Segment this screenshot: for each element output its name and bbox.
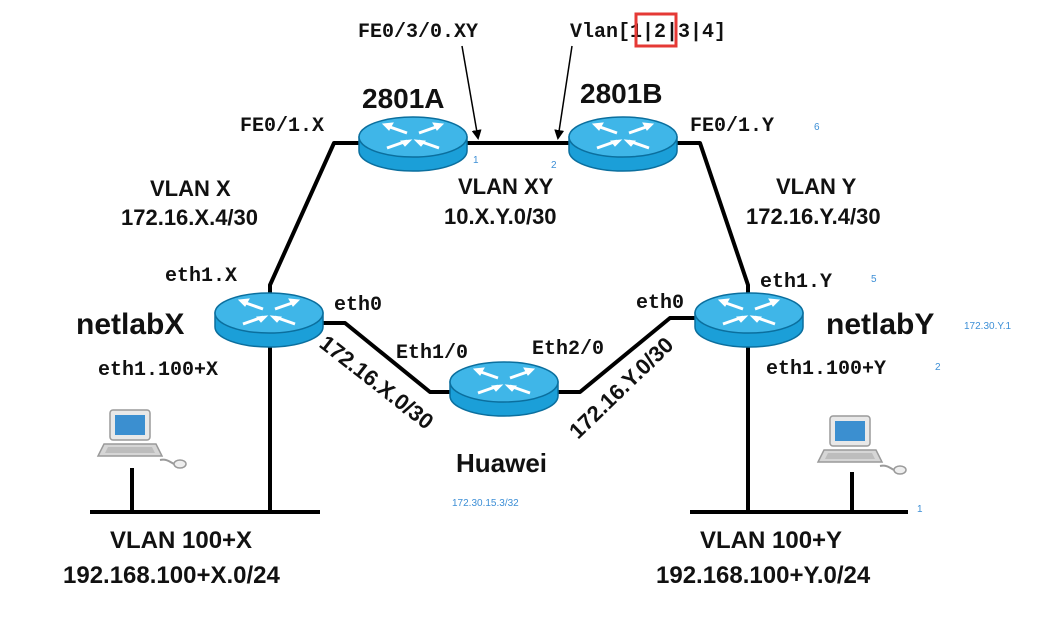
router-2801a [357,115,469,173]
interface-fe03-label: FE0/3/0.XY [358,21,478,44]
workstation-y [817,415,907,475]
link-huawei-netlaby [556,316,696,394]
router-huawei [448,360,560,418]
vlan100y-subnet: 192.168.100+Y.0/24 [656,562,871,589]
interface-eth10-label: Eth1/0 [396,342,468,365]
vlanx-title: VLAN X [150,176,231,201]
annotation-1-a: 1 [473,155,479,166]
link-netlabx-huawei [320,321,452,394]
interface-eth1100x-label: eth1.100+X [98,359,218,382]
vlanx-subnet: 172.16.X.4/30 [121,205,258,230]
highlight-box [634,12,678,48]
router-netlabx [213,291,325,349]
link-2801a-netlabx [268,141,360,300]
interface-fe01y-label: FE0/1.Y [690,115,774,138]
router-huawei-name: Huawei [456,448,547,478]
router-2801a-name: 2801A [362,83,445,114]
router-netlaby-name: netlabY [826,308,934,341]
router-2801b-name: 2801B [580,78,663,109]
interface-eth20-label: Eth2/0 [532,338,604,361]
vlany-subnet: 172.16.Y.4/30 [746,204,881,229]
vlan-prefix: Vlan [570,21,618,44]
links [90,141,908,514]
router-icon [448,360,560,418]
interface-eth1x-label: eth1.X [165,265,237,288]
annotation-6: 6 [814,122,820,133]
router-netlaby [693,291,805,349]
arrow-vlan [554,45,573,140]
interface-eth0-left-label: eth0 [334,294,382,317]
workstation-icon [817,415,907,475]
vlan-options: [1|2|3|4] [618,21,726,44]
router-icon [693,291,805,349]
router-netlabx-name: netlabX [76,308,184,341]
vlany-title: VLAN Y [776,174,857,199]
router-icon [357,115,469,173]
interface-vlan-label: Vlan[1|2|3|4] [570,21,726,44]
vlanxy-subnet: 10.X.Y.0/30 [444,204,557,229]
router-icon [213,291,325,349]
workstation-icon [97,409,187,469]
interface-eth0-right-label: eth0 [636,292,684,315]
interface-eth1100y-label: eth1.100+Y [766,358,886,381]
vlan100y-title: VLAN 100+Y [700,527,842,554]
router-icon [567,115,679,173]
huawei-ip-annotation: 172.30.15.3/32 [452,498,519,509]
netlaby-ip-annotation: 172.30.Y.1 [964,321,1012,332]
workstation-x [97,409,187,469]
annotation-1-b: 1 [917,504,923,515]
interface-fe01x-label: FE0/1.X [240,115,324,138]
vlanxy-title: VLAN XY [458,174,554,199]
vlan100x-subnet: 192.168.100+X.0/24 [63,562,281,589]
annotation-2-a: 2 [551,160,557,171]
vlan100x-title: VLAN 100+X [110,527,252,554]
arrow-fe03 [461,45,482,140]
annotation-5: 5 [871,274,877,285]
router-2801b [567,115,679,173]
link-2801b-netlaby [676,141,750,300]
annotation-2-b: 2 [935,362,941,373]
interface-eth1y-label: eth1.Y [760,271,832,294]
